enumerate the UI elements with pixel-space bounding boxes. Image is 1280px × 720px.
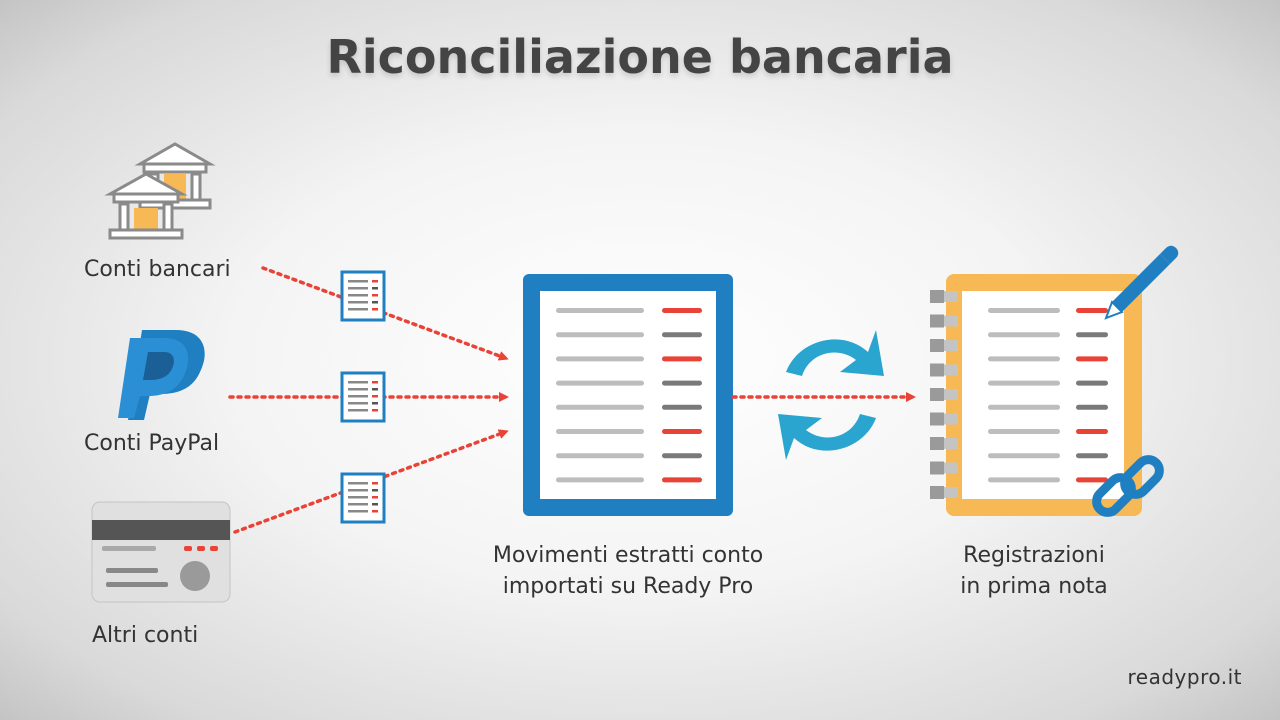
- row-line: [556, 380, 644, 386]
- notebook-ring: [944, 462, 958, 474]
- row-line: [988, 477, 1060, 483]
- row-amount: [662, 356, 702, 362]
- row-amount: [1076, 453, 1108, 459]
- row-line: [556, 356, 644, 362]
- row-line: [556, 332, 644, 338]
- row-line: [988, 332, 1060, 338]
- row-line: [988, 356, 1060, 362]
- link-icon: [1092, 455, 1164, 517]
- row-line: [556, 477, 644, 483]
- row-line: [988, 380, 1060, 386]
- notebook-ring: [930, 412, 944, 426]
- credit-card-icon: [91, 501, 231, 603]
- row-line: [988, 308, 1060, 313]
- notebook-ring: [930, 363, 944, 377]
- row-amount: [662, 453, 702, 459]
- row-amount: [662, 404, 702, 410]
- bank-icon: [104, 142, 216, 240]
- notebook-ring: [930, 486, 944, 499]
- row-line: [988, 453, 1060, 459]
- row-amount: [662, 380, 702, 386]
- brand-watermark: readypro.it: [1127, 665, 1242, 689]
- notebook-ring: [944, 364, 958, 376]
- row-amount: [662, 308, 702, 313]
- notebook-ring: [944, 315, 958, 327]
- notebook-ring: [930, 388, 944, 401]
- row-amount: [1076, 404, 1108, 410]
- notebook-ring: [944, 487, 958, 498]
- notebook-ring: [944, 438, 958, 449]
- row-amount: [1076, 332, 1108, 338]
- right-label-line2: in prima nota: [960, 574, 1108, 599]
- center-label-line1: Movimenti estratti conto: [492, 543, 764, 568]
- row-amount: [1076, 356, 1108, 362]
- notebook-ring: [930, 461, 944, 475]
- notebook-ring: [930, 437, 944, 450]
- center-label: Movimenti estratti conto importati su Re…: [448, 540, 808, 602]
- pen-icon: [1104, 245, 1179, 320]
- notebook-icon: [930, 274, 1142, 516]
- row-amount: [662, 477, 702, 483]
- source-label-bank: Conti bancari: [84, 257, 231, 282]
- statement-document-icon: [523, 274, 733, 516]
- document-icon: [340, 472, 386, 524]
- row-line: [556, 453, 644, 459]
- notebook-ring: [930, 314, 944, 328]
- row-line: [988, 429, 1060, 434]
- notebook-ring: [930, 339, 944, 352]
- row-line: [556, 404, 644, 410]
- notebook-ring: [944, 291, 958, 302]
- row-amount: [1076, 477, 1108, 483]
- page-title: Riconciliazione bancaria: [326, 30, 954, 84]
- notebook-ring: [944, 340, 958, 351]
- row-amount: [1076, 380, 1108, 386]
- document-icon: [340, 270, 386, 322]
- row-amount: [662, 429, 702, 434]
- notebook-ring: [944, 413, 958, 425]
- notebook-ring: [930, 290, 944, 303]
- source-label-paypal: Conti PayPal: [84, 431, 220, 456]
- row-amount: [1076, 429, 1108, 434]
- document-icon: [340, 371, 386, 423]
- sync-icon: [778, 330, 884, 460]
- paypal-icon: [118, 330, 205, 420]
- source-label-other: Altri conti: [92, 623, 199, 648]
- row-line: [556, 308, 644, 313]
- row-line: [988, 404, 1060, 410]
- notebook-ring: [944, 389, 958, 400]
- right-label: Registrazioni in prima nota: [914, 540, 1154, 602]
- center-label-line2: importati su Ready Pro: [502, 574, 754, 599]
- right-label-line1: Registrazioni: [963, 543, 1105, 568]
- row-line: [556, 429, 644, 434]
- row-amount: [662, 332, 702, 338]
- row-amount: [1076, 308, 1108, 313]
